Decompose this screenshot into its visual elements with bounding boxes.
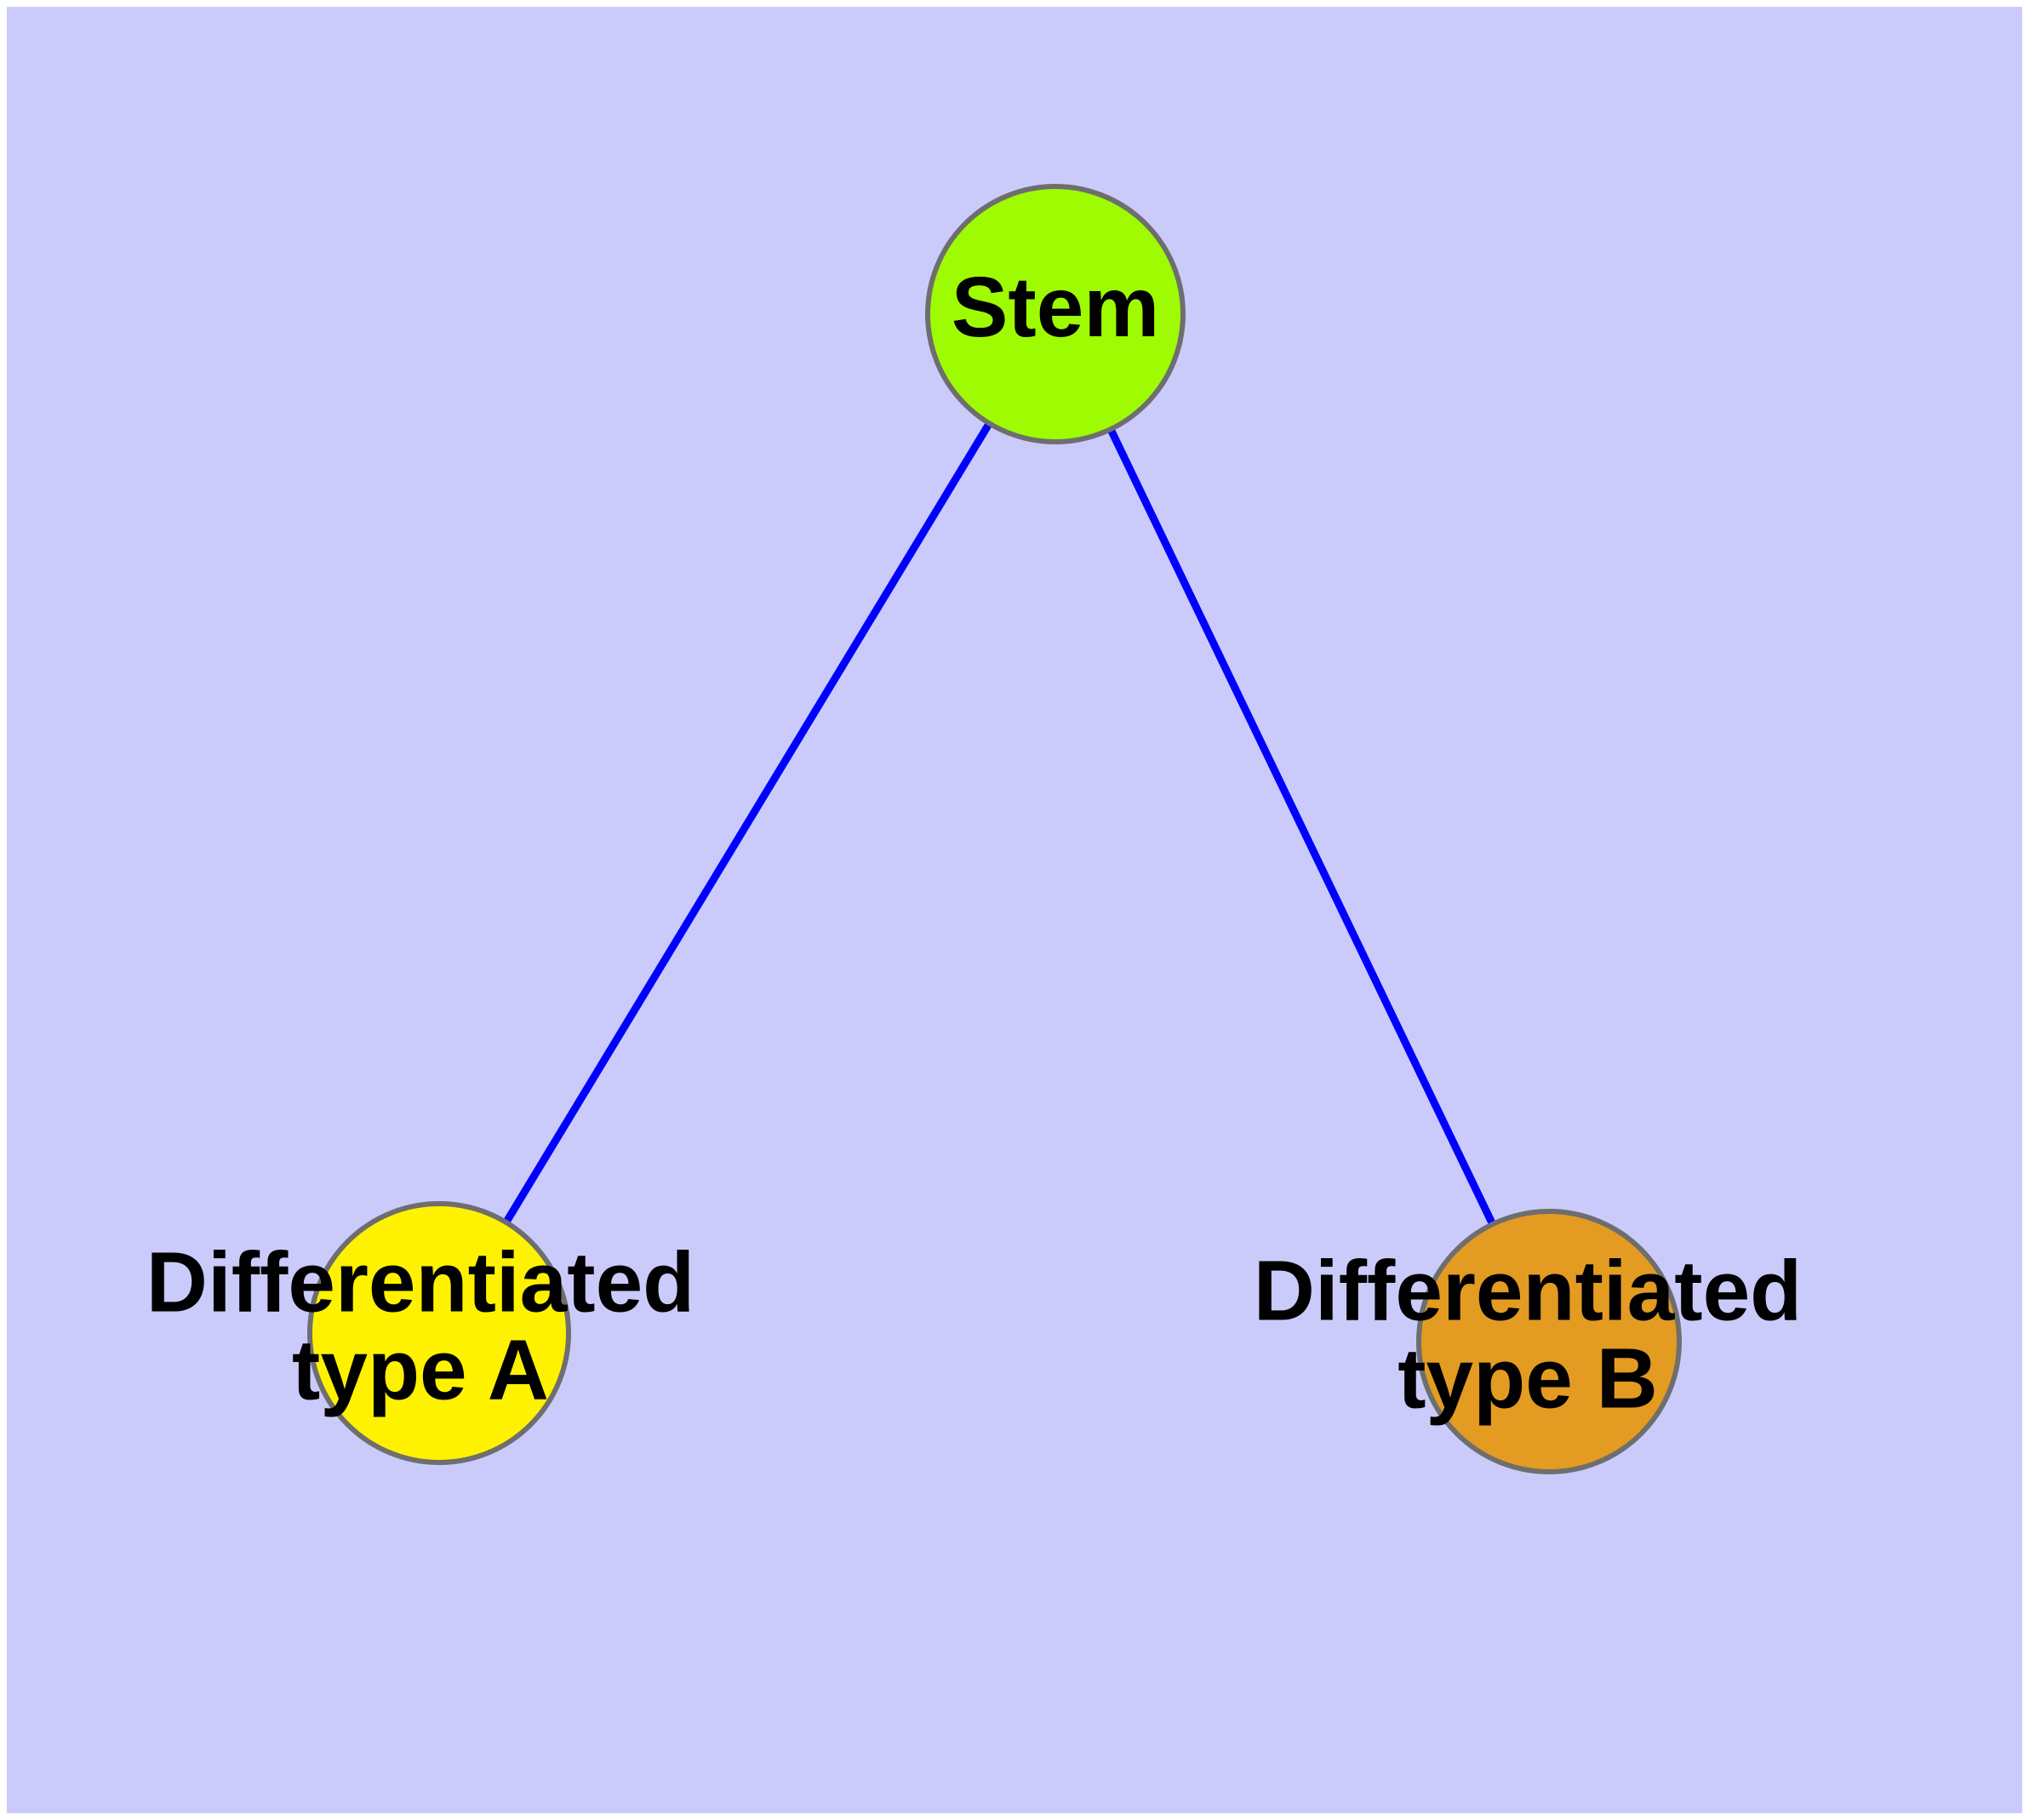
edge-stem-diff-a[interactable] [436,312,1059,1336]
node-label-line: Stem [952,260,1160,355]
node-diff_b[interactable] [1416,1209,1682,1474]
node-diff_a[interactable] [307,1201,571,1465]
node-label-line: type B [1397,1331,1658,1427]
edges-layer [436,312,1553,1343]
edge-stem-diff-b[interactable] [1051,312,1553,1343]
node-label-line: Differentiated [1254,1244,1803,1339]
node-label-line: type A [292,1323,549,1418]
node-stem[interactable] [925,184,1186,444]
nodes-layer [307,184,1682,1474]
node-label-stem: Stem [952,260,1160,355]
node-label-line: Differentiated [146,1235,695,1331]
